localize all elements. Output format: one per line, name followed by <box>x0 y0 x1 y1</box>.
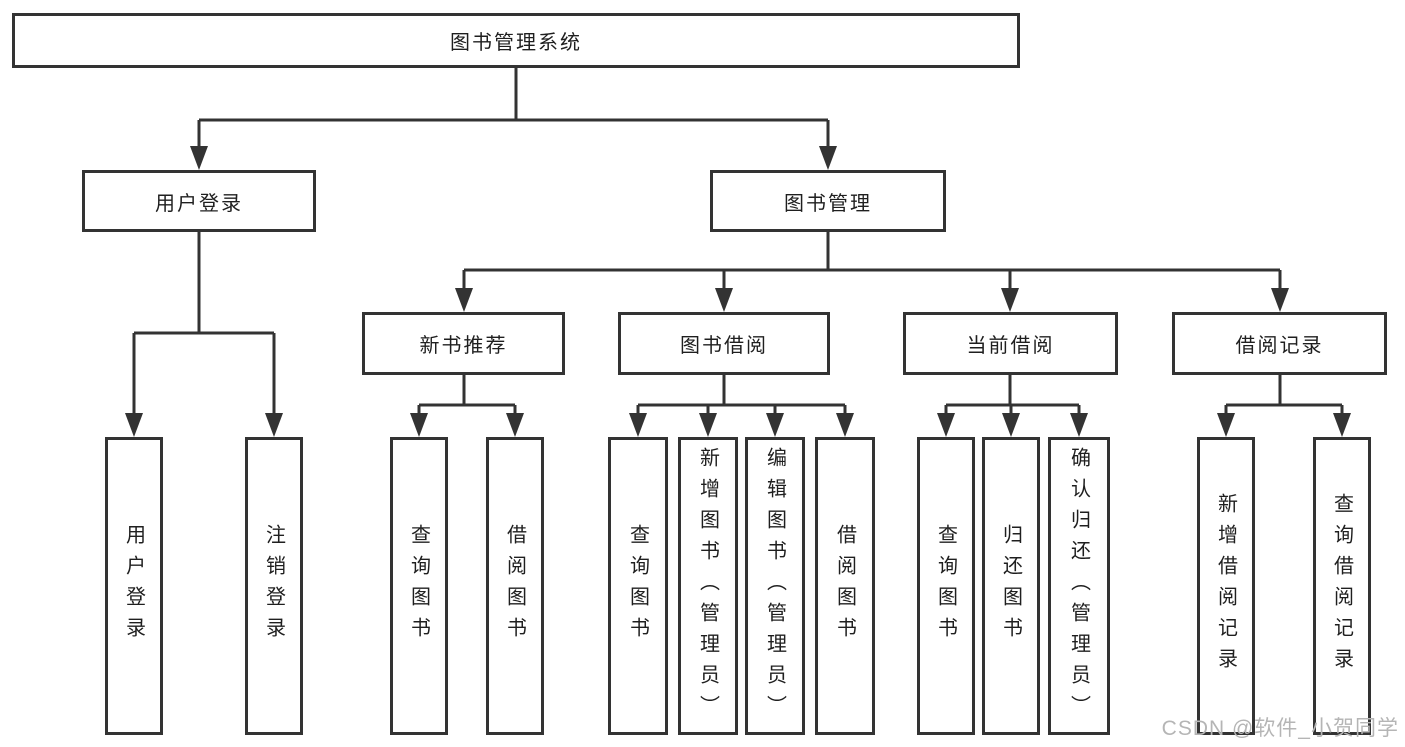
node-current-borrow: 当前借阅 <box>903 312 1118 375</box>
leaf-logout: 注销登录 <box>245 437 303 735</box>
node-library-management-system: 图书管理系统 <box>12 13 1020 68</box>
leaf-query-books-recommend: 查询图书 <box>390 437 448 735</box>
leaf-confirm-return-admin: 确认归还（管理员） <box>1048 437 1110 735</box>
node-borrow-records: 借阅记录 <box>1172 312 1387 375</box>
leaf-return-books: 归还图书 <box>982 437 1040 735</box>
leaf-edit-books-admin: 编辑图书（管理员） <box>745 437 805 735</box>
node-book-borrow: 图书借阅 <box>618 312 830 375</box>
leaf-add-borrow-record: 新增借阅记录 <box>1197 437 1255 735</box>
leaf-query-borrow-record: 查询借阅记录 <box>1313 437 1371 735</box>
leaf-add-books-admin: 新增图书（管理员） <box>678 437 738 735</box>
leaf-query-books-borrow: 查询图书 <box>608 437 668 735</box>
leaf-user-login: 用户登录 <box>105 437 163 735</box>
leaf-borrow-books-recommend: 借阅图书 <box>486 437 544 735</box>
arrowheads <box>125 146 1351 437</box>
leaf-borrow-books: 借阅图书 <box>815 437 875 735</box>
node-user-login: 用户登录 <box>82 170 316 232</box>
leaf-query-books-current: 查询图书 <box>917 437 975 735</box>
csdn-watermark: CSDN @软件_小贺同学 <box>1161 717 1399 740</box>
node-new-book-recommend: 新书推荐 <box>362 312 565 375</box>
node-book-management: 图书管理 <box>710 170 946 232</box>
